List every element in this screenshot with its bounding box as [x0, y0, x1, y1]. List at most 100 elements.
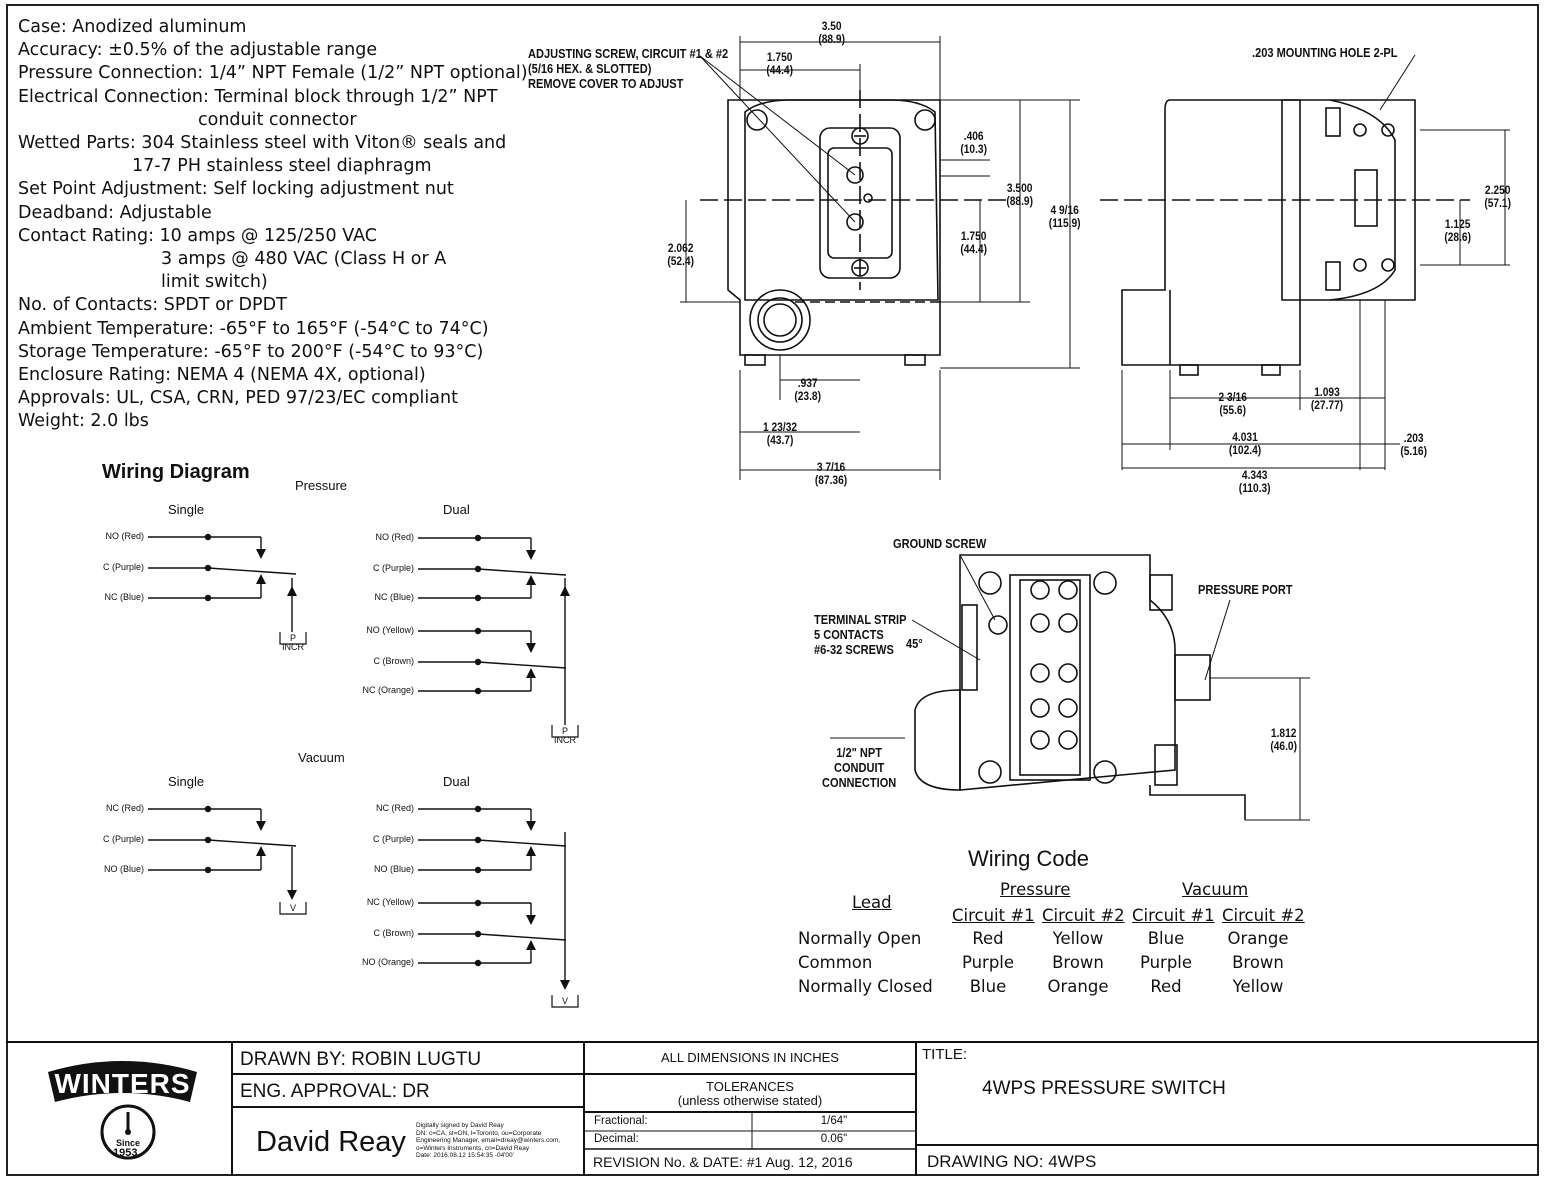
- spec-row: Set Point Adjustment: Self locking adjus…: [18, 179, 454, 200]
- arrow-head: [526, 643, 536, 653]
- dim-2-3-16: 2 3/16(55.6): [1218, 390, 1247, 417]
- wire: [477, 839, 567, 847]
- dim-1-750-right: 1.750(44.4): [960, 229, 988, 256]
- pressure-circuit2-header: Circuit #2: [1042, 906, 1125, 925]
- wiring-diagram-title: Wiring Diagram: [102, 461, 250, 483]
- terminal-dimensions: [830, 554, 1310, 821]
- wire-label: C (Brown): [373, 928, 414, 938]
- vacuum-heading: Vacuum: [298, 750, 345, 765]
- arrow-head: [526, 668, 536, 678]
- wiring-code-color: Blue: [969, 977, 1007, 996]
- title-label: TITLE:: [922, 1046, 968, 1063]
- arrow-head: [560, 586, 570, 596]
- wire: [477, 933, 567, 941]
- adjusting-screw-callout: ADJUSTING SCREW, CIRCUIT #1 & #2 (5/16 H…: [528, 46, 729, 91]
- wire-label: NC (Red): [105, 803, 144, 813]
- front-dimensions: [680, 36, 1080, 480]
- spec-row: 17-7 PH stainless steel diaphragm: [132, 156, 432, 177]
- arrow-head: [256, 821, 266, 831]
- actuator-box: [279, 902, 307, 915]
- wiring-code-color: Yellow: [1232, 977, 1284, 996]
- spec-row: Accuracy: ±0.5% of the adjustable range: [18, 40, 378, 61]
- side-view: [1100, 99, 1470, 376]
- wiring-code-lead: Normally Open: [798, 929, 922, 948]
- dim-3-50: 3.50(88.9): [818, 19, 846, 46]
- mounting-hole-callout: .203 MOUNTING HOLE 2-PL: [1252, 45, 1398, 60]
- wire-label: C (Brown): [373, 656, 414, 666]
- dim-4-9-16: 4 9/16(115.9): [1048, 203, 1081, 230]
- vacuum-single-heading: Single: [168, 774, 205, 789]
- wiring-code-color: Orange: [1227, 929, 1289, 948]
- logo-since: Since: [116, 1138, 141, 1148]
- arrow-head: [526, 846, 536, 856]
- arrow-head: [287, 890, 297, 900]
- spec-row: limit switch): [161, 272, 268, 293]
- spec-row: Contact Rating: 10 amps @ 125/250 VAC: [18, 225, 377, 246]
- actuator-label: V: [561, 996, 568, 1006]
- spec-row: No. of Contacts: SPDT or DPDT: [18, 295, 287, 316]
- dim-1-125: 1.125(28.6): [1444, 217, 1472, 244]
- winters-logo-graphic: [48, 1061, 197, 1160]
- arrow-head: [256, 574, 266, 584]
- dim-937: .937(23.8): [794, 376, 822, 403]
- wire-label: NO (Blue): [373, 864, 414, 874]
- tolerances-subheading: (unless otherwise stated): [677, 1093, 823, 1108]
- pressure-heading: Pressure: [295, 478, 348, 493]
- arrow-head: [256, 549, 266, 559]
- dim-2-250: 2.250(57.1): [1484, 183, 1512, 210]
- wiring-code-color: Blue: [1147, 929, 1185, 948]
- dim-203: .203(5.16): [1400, 431, 1428, 458]
- dim-4-031: 4.031(102.4): [1228, 430, 1262, 457]
- tolerances-heading: TOLERANCES: [706, 1079, 794, 1094]
- sheet-border: [6, 4, 1539, 1176]
- fractional-value: 1/64": [820, 1115, 848, 1127]
- dim-4-343: 4.343(110.3): [1238, 468, 1271, 495]
- arrow-head: [526, 575, 536, 585]
- dim-1-23-32: 1 23/32(43.7): [763, 420, 798, 447]
- wire-label: NO (Orange): [361, 957, 414, 967]
- drawn-by: DRAWN BY: ROBIN LUGTU: [240, 1049, 482, 1070]
- wire-label: C (Purple): [102, 562, 144, 572]
- spec-row: Weight: 2.0 lbs: [18, 411, 149, 432]
- actuator-label: V: [289, 903, 296, 913]
- wire: [477, 661, 567, 669]
- spec-row: Deadband: Adjustable: [18, 202, 212, 223]
- wire: [207, 567, 297, 575]
- actuator-box: [551, 995, 579, 1008]
- wire: [207, 839, 297, 847]
- dim-1-750-top: 1.750(44.4): [766, 50, 794, 77]
- spec-row: Electrical Connection: Terminal block th…: [18, 86, 498, 107]
- signature: David Reay: [256, 1126, 406, 1158]
- wiring-code-color: Brown: [1232, 953, 1284, 972]
- wire: [477, 568, 567, 576]
- pressure-dual-heading: Dual: [443, 502, 470, 517]
- dim-2-062: 2.062(52.4): [667, 241, 695, 268]
- terminal-strip-callout: TERMINAL STRIP 5 CONTACTS #6-32 SCREWS: [814, 612, 907, 657]
- decimal-value: 0.06": [820, 1133, 848, 1145]
- all-dimensions-note: ALL DIMENSIONS IN INCHES: [661, 1050, 839, 1065]
- wiring-code-color: Purple: [961, 953, 1015, 972]
- ground-screw-callout: GROUND SCREW: [893, 536, 987, 551]
- spec-row: conduit connector: [198, 109, 357, 130]
- actuator-sublabel: INCR: [282, 642, 304, 652]
- pressure-circuit1-header: Circuit #1: [952, 906, 1035, 925]
- arrow-head: [526, 915, 536, 925]
- actuator-box: [279, 632, 307, 645]
- actuator-box: [551, 725, 579, 738]
- fractional-label: Fractional:: [594, 1115, 648, 1127]
- wire-label: NO (Yellow): [366, 625, 414, 635]
- spec-row: Approvals: UL, CSA, CRN, PED 97/23/EC co…: [18, 388, 458, 409]
- wire-label: C (Purple): [372, 834, 414, 844]
- spec-row: 3 amps @ 480 VAC (Class H or A: [161, 249, 447, 270]
- vacuum-header: Vacuum: [1182, 880, 1249, 899]
- front-view: [700, 90, 1010, 366]
- arrow-head: [526, 550, 536, 560]
- pressure-port-callout: PRESSURE PORT: [1198, 582, 1293, 597]
- dim-1-093: 1.093(27.77): [1310, 385, 1344, 412]
- logo-wordmark: WINTERS: [54, 1068, 191, 1099]
- arrow-head: [256, 846, 266, 856]
- arrow-head: [560, 980, 570, 990]
